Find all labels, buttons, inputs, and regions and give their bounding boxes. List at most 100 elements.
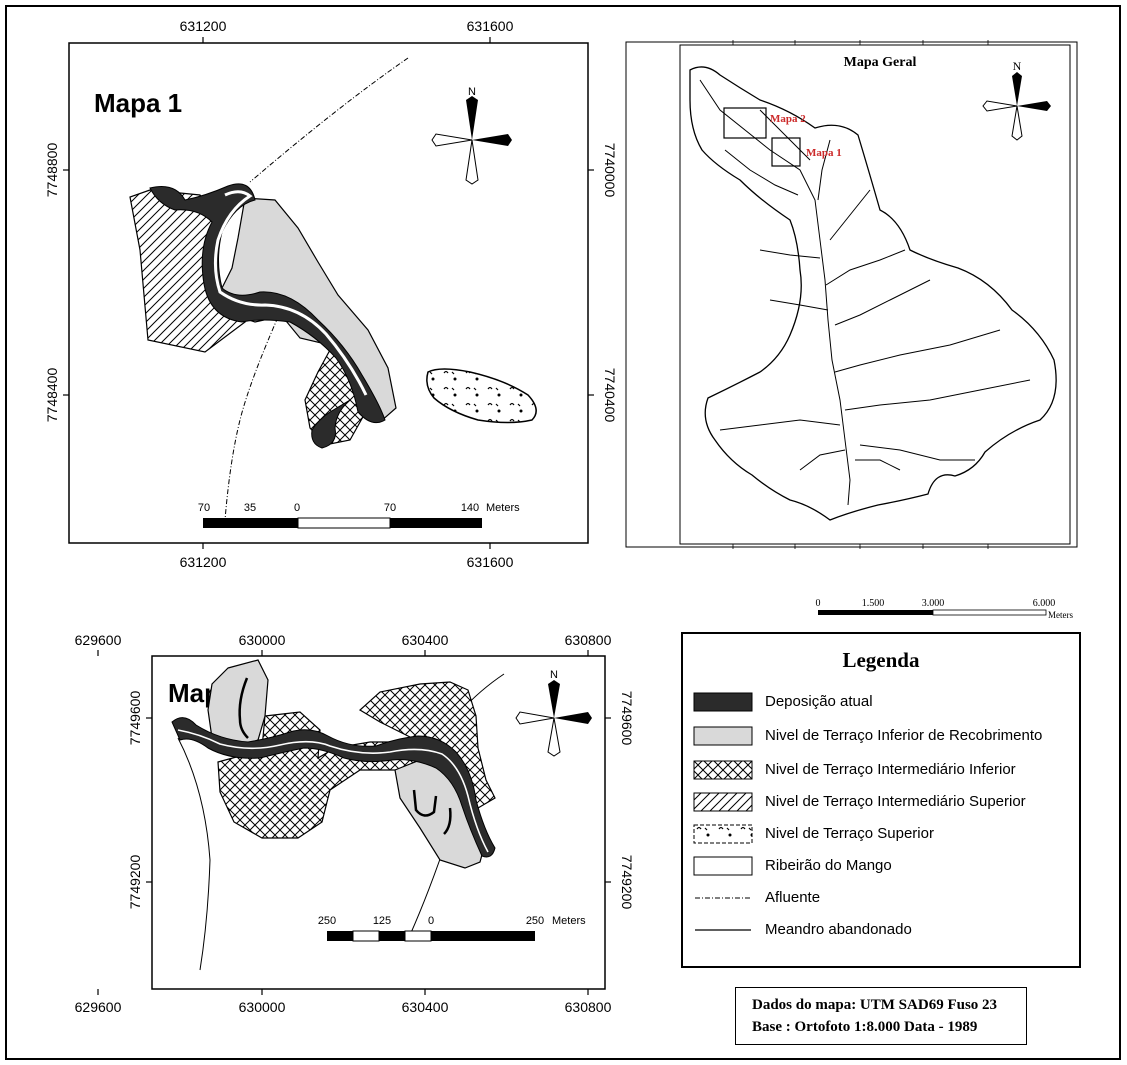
mapa2-north-arrow	[515, 680, 592, 757]
mapa1-north-arrow	[431, 96, 512, 185]
mapa-geral-scale-unit: Meters	[1048, 610, 1073, 620]
mapa-geral-inset-mapa1	[771, 137, 801, 167]
mapa2-scalebar	[327, 930, 535, 942]
mapa2-panel: 629600 630000 630400 630800 629600 63000…	[75, 632, 635, 1015]
mapa-geral-scale-label: 1.500	[862, 598, 885, 609]
mapa1-deposicao-atual	[149, 183, 386, 424]
mapa1-right-tick: 7740400	[602, 368, 618, 423]
mapa2-right-tick: 7749600	[619, 691, 635, 746]
mapa2-right-tick: 7749200	[619, 855, 635, 910]
mapa1-top-tick: 631600	[467, 18, 514, 34]
legend-item: Afluente	[693, 888, 1073, 910]
mapa-geral-north-arrow	[982, 72, 1051, 141]
mapa-geral-inset-mapa2	[723, 107, 767, 139]
legend-item: Nivel de Terraço Intermediário Inferior	[693, 760, 1073, 782]
legend-symbol-solid-light	[693, 726, 753, 746]
legend-item: Nivel de Terraço Inferior de Recobriment…	[693, 726, 1073, 748]
mapa-geral-inner	[679, 44, 1071, 545]
mapa2-deposicao-atual	[171, 717, 496, 858]
mapa-geral-panel: Mapa Geral Mapa 2 Mapa 1	[625, 40, 1078, 620]
mapa2-ribeirao	[177, 729, 489, 853]
legend-label: Afluente	[765, 889, 821, 906]
map-info-box: Dados do mapa: UTM SAD69 Fuso 23 Base : …	[735, 987, 1027, 1045]
mapa1-scale-label: 70	[198, 502, 210, 514]
mapa2-meandro-abandonado	[238, 677, 249, 739]
mapa2-bottom-tick: 629600	[75, 999, 122, 1015]
mapa-geral-scale-label: 0	[816, 598, 821, 609]
mapa2-top-tick: 630000	[239, 632, 286, 648]
mapa2-top-tick: 629600	[75, 632, 122, 648]
legend-item: Nivel de Terraço Superior	[693, 824, 1073, 846]
legend-label: Deposição atual	[765, 693, 873, 710]
mapa2-bottom-tick: 630000	[239, 999, 286, 1015]
mapa2-scale-label: 250	[526, 915, 544, 927]
mapa1-scalebar	[203, 517, 482, 529]
mapa2-bottom-tick: 630400	[402, 999, 449, 1015]
legend-symbol-solid-line	[695, 929, 751, 931]
mapa1-title: Mapa 1	[94, 88, 182, 118]
mapa2-meandro-abandonado	[412, 789, 438, 817]
mapa1-scale-label: 70	[384, 502, 396, 514]
mapa2-left-tick: 7749200	[127, 855, 143, 910]
page-frame	[5, 5, 1121, 1060]
legend-label: Meandro abandonado	[765, 921, 912, 938]
legend-label: Nivel de Terraço Inferior de Recobriment…	[765, 727, 1043, 744]
legend-symbol-dots	[693, 824, 753, 844]
map-info-line: Base : Ortofoto 1:8.000 Data - 1989	[752, 1019, 978, 1035]
mapa1-scale-label: 0	[294, 502, 300, 514]
mapa2-top-tick: 630400	[402, 632, 449, 648]
mapa2-scale-label: 125	[373, 915, 391, 927]
mapa1-scale-unit: Meters	[486, 502, 520, 514]
legend-item: Ribeirão do Mango	[693, 856, 1073, 878]
mapa1-bottom-tick: 631600	[467, 554, 514, 570]
legend-symbol-dash-dot-line	[695, 897, 751, 899]
legend-label: Nivel de Terraço Superior	[765, 825, 934, 842]
mapa-geral-frame	[625, 41, 1078, 548]
mapa1-afluente	[224, 307, 283, 521]
legend-symbol-solid-dark	[693, 692, 753, 712]
mapa1-panel: 631200 631600 631200 631600 7748800 7748…	[44, 18, 618, 570]
mapa2-scale-label: 250	[318, 915, 336, 927]
mapa2-bottom-tick: 630800	[565, 999, 612, 1015]
legend-item: Deposição atual	[693, 692, 1073, 714]
mapa-geral-scalebar	[818, 609, 1047, 616]
legend-symbol-crosshatch	[693, 760, 753, 780]
mapa1-bottom-tick: 631200	[180, 554, 227, 570]
mapa-geral-title: Mapa Geral	[844, 55, 917, 70]
mapa-geral-streams	[699, 79, 1031, 506]
mapa1-scale-label: 35	[244, 502, 256, 514]
mapa2-scale-unit: Meters	[552, 915, 586, 927]
mapa1-ribeirao	[213, 190, 368, 396]
legend: Legenda Deposição atual Nivel de Terraço…	[681, 632, 1081, 968]
mapa-geral-inset-label: Mapa 2	[770, 113, 806, 125]
mapa2-meandro-abandonado	[443, 807, 452, 835]
legend-symbol-diagonal-hatch	[693, 792, 753, 812]
mapa1-scale-label: 140	[461, 502, 479, 514]
mapa1-afluente	[249, 57, 409, 183]
mapa1-left-tick: 7748400	[44, 368, 60, 423]
legend-label: Nivel de Terraço Intermediário Superior	[765, 793, 1026, 810]
mapa1-left-tick: 7748800	[44, 143, 60, 198]
mapa-geral-scale-label: 3.000	[922, 598, 945, 609]
mapa2-north-label: N	[550, 669, 558, 681]
mapa2-afluente	[177, 737, 211, 971]
mapa-geral-inset-label: Mapa 1	[806, 147, 842, 159]
legend-label: Ribeirão do Mango	[765, 857, 892, 874]
mapa2-top-tick: 630800	[565, 632, 612, 648]
legend-title: Legenda	[842, 648, 920, 672]
mapa1-deposicao-atual	[311, 399, 351, 449]
mapa-geral-scale-label: 6.000	[1033, 598, 1056, 609]
legend-label: Nivel de Terraço Intermediário Inferior	[765, 761, 1016, 778]
legend-symbol-empty-box	[693, 856, 753, 876]
map-info-line: Dados do mapa: UTM SAD69 Fuso 23	[752, 997, 998, 1013]
mapa1-right-tick: 7740000	[602, 143, 618, 198]
mapa1-terrace-sup	[426, 368, 537, 424]
mapa1-north-label: N	[468, 86, 476, 98]
mapa-geral-watershed	[689, 66, 1057, 521]
mapa-geral-north-label: N	[1013, 59, 1022, 73]
mapa2-scale-label: 0	[428, 915, 434, 927]
mapa2-left-tick: 7749600	[127, 691, 143, 746]
legend-item: Meandro abandonado	[693, 920, 1073, 942]
mapa1-top-tick: 631200	[180, 18, 227, 34]
